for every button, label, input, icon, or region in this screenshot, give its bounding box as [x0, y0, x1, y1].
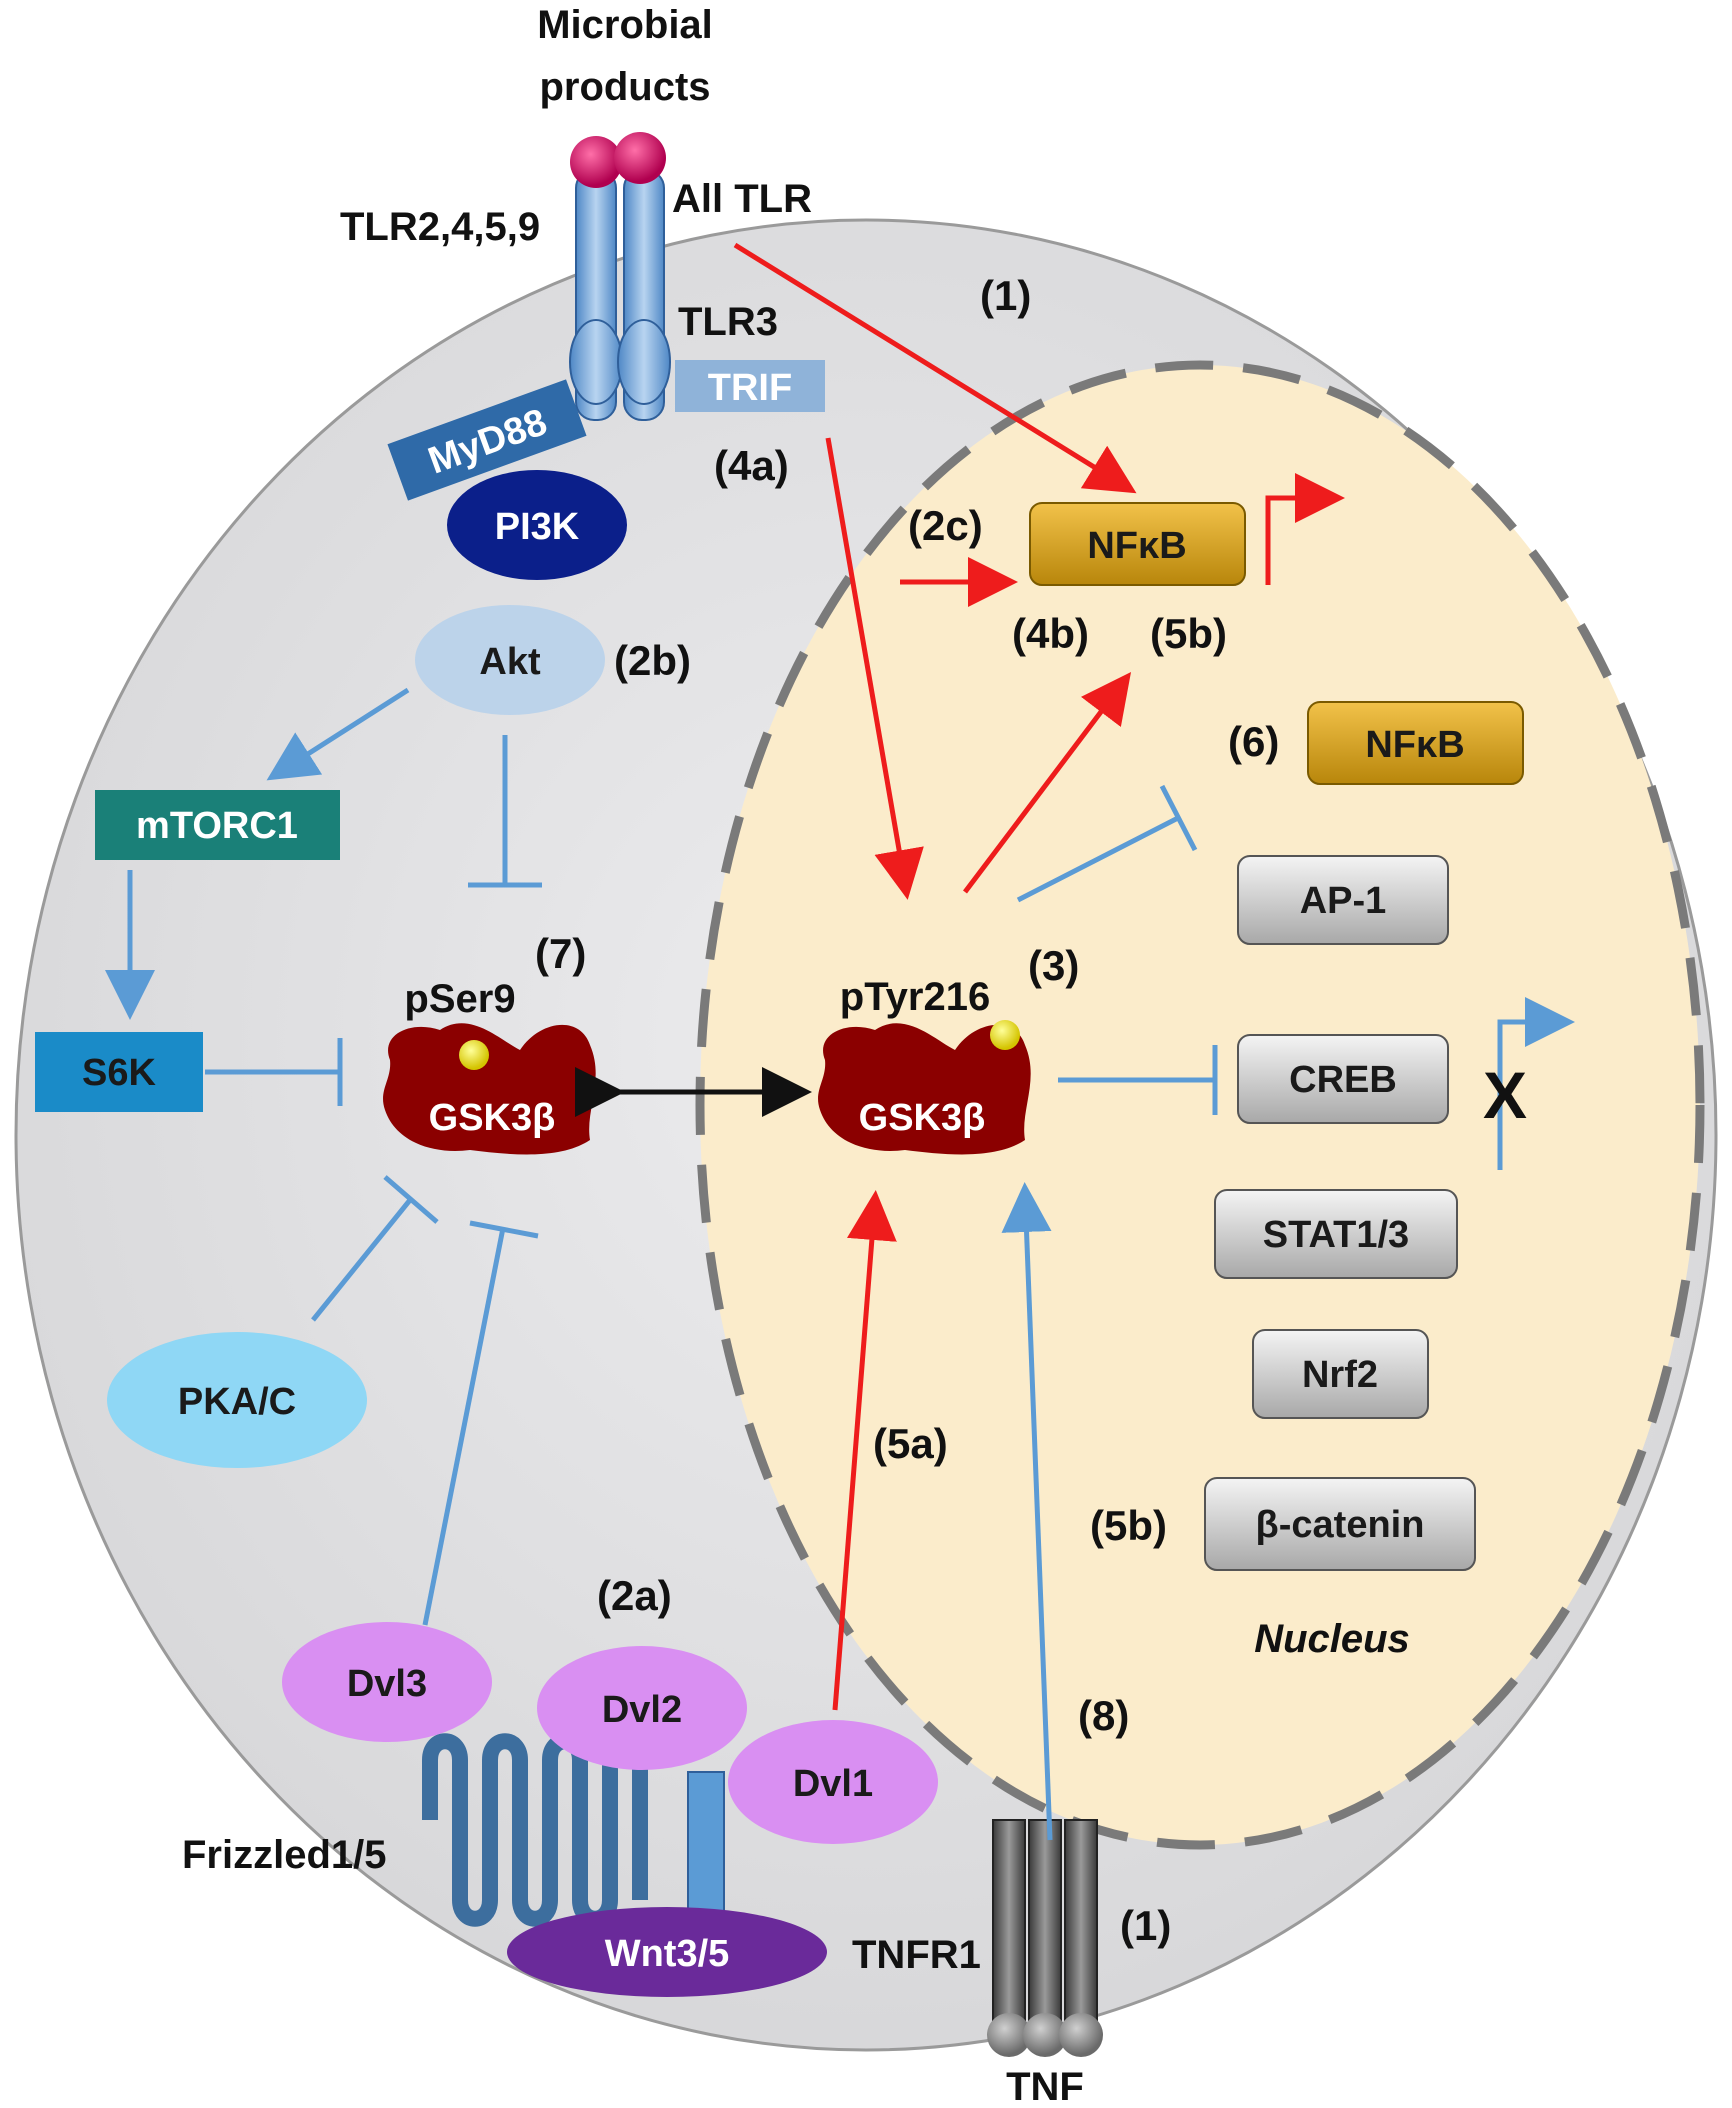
trif-box: [675, 360, 825, 412]
step-1-bottom: (1): [1120, 1902, 1171, 1949]
arrow-trif-to-gsk3b: [825, 437, 924, 900]
nfkb-box-top: [1029, 502, 1246, 586]
step-8: (8): [1078, 1692, 1129, 1739]
dvl1-node: [728, 1720, 938, 1844]
wnt-label: Wnt3/5: [605, 1933, 730, 1975]
step-3: (3): [1028, 942, 1079, 989]
bcatenin-box: [1204, 1477, 1476, 1571]
tnfr1-receptor: [987, 1819, 1103, 2057]
step-4b: (4b): [1012, 610, 1089, 657]
pi3k-label: PI3K: [495, 506, 580, 548]
inhibition-akt-gsk3b: [468, 735, 542, 888]
nucleus-label: Nucleus: [1254, 1617, 1410, 1661]
inhibition-s6k-gsk3b: [205, 1038, 343, 1106]
pkac-node: [107, 1332, 367, 1468]
inhibition-gsk3b-creb: [1058, 1045, 1218, 1115]
tnf-label: TNF: [1006, 2065, 1084, 2108]
tnfr1-label: TNFR1: [852, 1933, 981, 1977]
step-5b-top: (5b): [1150, 610, 1227, 657]
step-2b: (2b): [614, 637, 691, 684]
dvl2-label: Dvl2: [602, 1689, 682, 1731]
gsk3b-right-label: GSK3β: [859, 1097, 986, 1139]
phospho-tyr216-ball: [990, 1020, 1020, 1050]
arrow-tlr-to-nfkb: [733, 242, 1137, 494]
step-1-top: (1): [980, 272, 1031, 319]
microbial-products-line1: Microbial: [537, 3, 713, 47]
creb-box: [1237, 1034, 1449, 1124]
arrow-dvl1-to-gsk3b: [832, 1190, 897, 1711]
inhibition-pkac-gsk3b: [311, 1175, 439, 1322]
step-6: (6): [1228, 718, 1279, 765]
stat-label: STAT1/3: [1263, 1214, 1409, 1256]
microbial-products-line2: products: [539, 65, 710, 109]
arrow-gsk3b-to-nfkb: [963, 672, 1132, 894]
all-tlr-label: All TLR: [672, 177, 812, 221]
nfkb-top-label: NFκB: [1087, 525, 1186, 567]
mtorc1-label: mTORC1: [136, 805, 298, 847]
pser9-label: pSer9: [404, 977, 515, 1021]
tnf-ball-3: [1059, 2013, 1103, 2057]
co-receptor-bar: [687, 1771, 725, 1933]
nrf2-box: [1252, 1329, 1429, 1419]
mtorc1-box: [95, 790, 340, 860]
nfkb-box-second: [1307, 701, 1524, 785]
frizzled-receptor: [422, 1733, 648, 1927]
s6k-label: S6K: [82, 1052, 156, 1094]
trif-label: TRIF: [708, 367, 792, 409]
step-5b-bottom: (5b): [1090, 1502, 1167, 1549]
dvl3-node: [282, 1622, 492, 1742]
frizzled-label: Frizzled1/5: [182, 1833, 387, 1877]
nfkb-transcription-arrow: [1265, 473, 1345, 585]
step-7: (7): [535, 930, 586, 977]
ap1-box: [1237, 855, 1449, 945]
dvl1-label: Dvl1: [793, 1763, 873, 1805]
akt-node: [415, 605, 605, 715]
wnt-node: [507, 1907, 827, 1997]
x-mark: X: [1483, 1058, 1527, 1132]
pkac-label: PKA/C: [178, 1381, 296, 1423]
step-5a: (5a): [873, 1420, 948, 1467]
tnf-ball-1: [987, 2013, 1031, 2057]
step-2c: (2c): [908, 502, 983, 549]
nfkb-second-label: NFκB: [1365, 724, 1464, 766]
ligand-ball-left: [570, 136, 622, 188]
dvl2-node: [537, 1646, 747, 1770]
akt-label: Akt: [479, 641, 541, 683]
gsk3b-left-label: GSK3β: [429, 1097, 556, 1139]
gsk3b-right-shape: [818, 1023, 1031, 1155]
creb-label: CREB: [1289, 1059, 1397, 1101]
bcatenin-label: β-catenin: [1256, 1504, 1425, 1546]
inhibition-gsk3b-nfkb: [1016, 784, 1198, 903]
ptyr216-label: pTyr216: [840, 975, 990, 1019]
step-4a: (4a): [714, 442, 789, 489]
dvl3-label: Dvl3: [347, 1663, 427, 1705]
tlr2459-label: TLR2,4,5,9: [340, 205, 540, 249]
phospho-ser9-ball: [459, 1040, 489, 1070]
stat-box: [1214, 1189, 1458, 1279]
ligand-ball-right: [614, 132, 666, 184]
creb-transcription-arrow: [1497, 997, 1575, 1170]
gsk3b-left-shape: [383, 1023, 596, 1155]
inhibition-dvl3-gsk3b: [422, 1220, 539, 1626]
tlr-receptor: [569, 132, 671, 421]
ap1-label: AP-1: [1300, 880, 1387, 922]
tnf-ball-2: [1023, 2013, 1067, 2057]
step-2a: (2a): [597, 1572, 672, 1619]
arrow-akt-to-mtorc1: [266, 687, 410, 781]
pi3k-node: [447, 470, 627, 580]
nrf2-label: Nrf2: [1302, 1354, 1378, 1396]
arrow-tnfr1-to-gsk3b: [1001, 1182, 1053, 1841]
s6k-box: [35, 1032, 203, 1112]
tlr3-label: TLR3: [678, 300, 778, 344]
